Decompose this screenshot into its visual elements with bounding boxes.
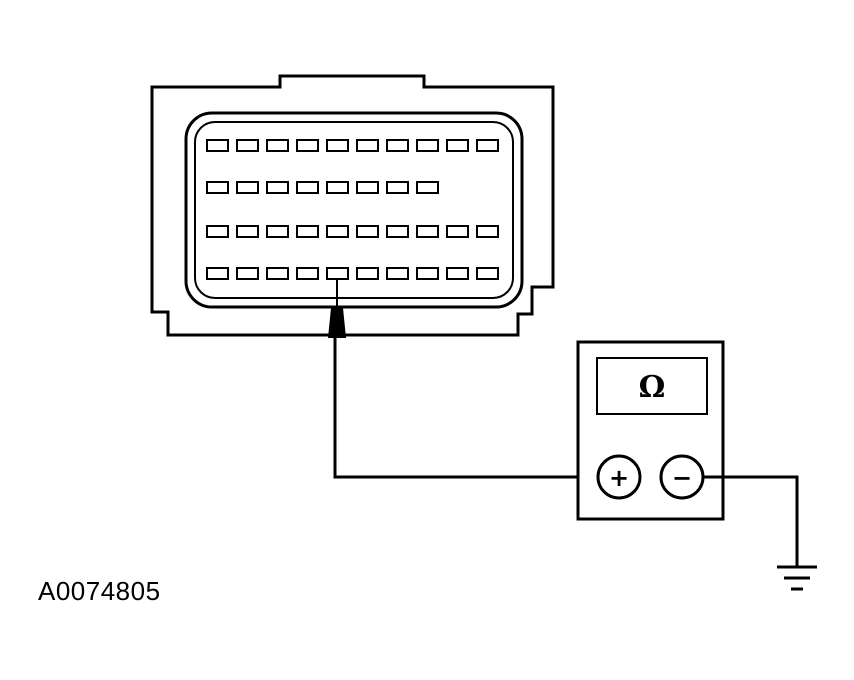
connector-pin [386,267,409,280]
connector-pin [416,225,439,238]
connector-pin [236,225,259,238]
connector-pin [206,225,229,238]
connector-pin [356,139,379,152]
connector-pin [446,139,469,152]
negative-terminal-label: − [672,464,692,492]
connector-pin [416,267,439,280]
connector-pin [296,139,319,152]
ground-symbol-icon [777,565,817,591]
probe-body [328,308,346,338]
figure-id: A0074805 [38,576,161,606]
connector-pin [386,181,409,194]
connector-pin [326,267,349,280]
connector-pin [386,225,409,238]
connector-pin [206,181,229,194]
positive-terminal [596,454,642,500]
connector-pin [326,139,349,152]
connector-pin [356,225,379,238]
connector-pin [266,139,289,152]
connector-pin [266,267,289,280]
connector-pin [386,139,409,152]
connector-pins [206,139,499,280]
connector-inner-border [184,111,524,309]
connector-pin [476,267,499,280]
connector-pin [236,267,259,280]
connector-pin [296,181,319,194]
connector-pin [356,267,379,280]
ohm-symbol: Ω [639,370,666,405]
connector-pin-area [194,121,514,299]
connector-pin [296,267,319,280]
connector-pin [416,139,439,152]
positive-lead-wire [333,338,598,479]
connector-pin [266,181,289,194]
positive-terminal-label: + [609,464,629,492]
connector-pin [236,181,259,194]
connector-pin [326,181,349,194]
connector-pin [476,139,499,152]
ground-lead-wire [703,475,799,566]
connector-pin [446,225,469,238]
connector-pin [206,139,229,152]
connector-pin [446,267,469,280]
connector-pin [326,225,349,238]
connector-pin [266,225,289,238]
multimeter-display [596,357,708,415]
connector-pin [236,139,259,152]
connector-pin [476,225,499,238]
connector-pin [296,225,319,238]
connector-pin [416,181,439,194]
connector-pin [356,181,379,194]
connector-housing [150,74,555,337]
connector-pin [206,267,229,280]
